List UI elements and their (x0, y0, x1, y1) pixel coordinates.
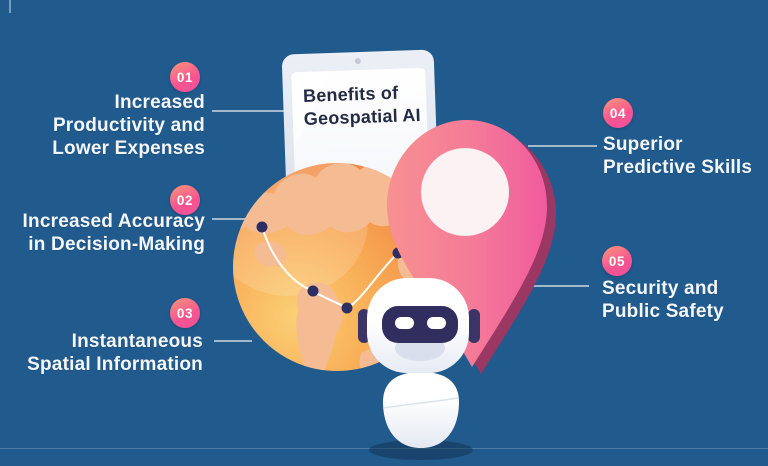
decor-line-top-left (9, 0, 11, 13)
item-label-05: Security and Public Safety (602, 277, 724, 323)
item-label-line: Security and (602, 278, 719, 299)
card-title-line1: Benefits of (303, 83, 400, 106)
robot-eye-left (395, 317, 414, 329)
robot-body (383, 372, 459, 448)
item-label-line: Instantaneous (71, 331, 203, 352)
item-label-line: Predictive Skills (603, 157, 753, 178)
network-dot (256, 221, 268, 233)
item-label-02: Increased Accuracy in Decision-Making (23, 210, 205, 256)
item-label-line: Spatial Information (27, 354, 203, 375)
robot-eye-right (427, 317, 446, 329)
card-title-line2: Geospatial AI (303, 105, 421, 129)
connector-lines (212, 110, 597, 342)
network-dot (341, 302, 353, 314)
location-pin-icon (387, 120, 556, 374)
item-label-line: Increased Accuracy (22, 211, 205, 232)
robot-visor (382, 306, 458, 343)
item-label-line: Lower Expenses (52, 138, 205, 159)
decor-line-bottom (0, 448, 768, 449)
item-label-01: Increased Productivity and Lower Expense… (52, 91, 205, 160)
robot-shadow (369, 440, 473, 460)
item-label-04: Superior Predictive Skills (603, 133, 752, 179)
item-number-badge-03: 03 (170, 298, 200, 328)
item-label-line: Public Safety (602, 301, 724, 322)
network-dot (307, 285, 319, 297)
robot-icon (358, 278, 480, 460)
tablet-camera-dot (354, 58, 361, 65)
item-number-badge-05: 05 (602, 246, 632, 276)
item-number-badge-01: 01 (170, 62, 200, 92)
pin-inner-circle (421, 148, 509, 236)
network-path (256, 215, 423, 314)
item-number-badge-02: 02 (170, 185, 200, 215)
item-label-03: Instantaneous Spatial Information (27, 330, 203, 376)
robot-ear-right (468, 309, 480, 343)
robot-ear-left (358, 309, 370, 343)
item-label-line: Increased (114, 92, 205, 113)
item-label-line: in Decision-Making (28, 234, 205, 255)
item-label-line: Productivity and (52, 115, 205, 136)
item-number-badge-04: 04 (603, 98, 633, 128)
item-label-line: Superior (603, 134, 683, 155)
